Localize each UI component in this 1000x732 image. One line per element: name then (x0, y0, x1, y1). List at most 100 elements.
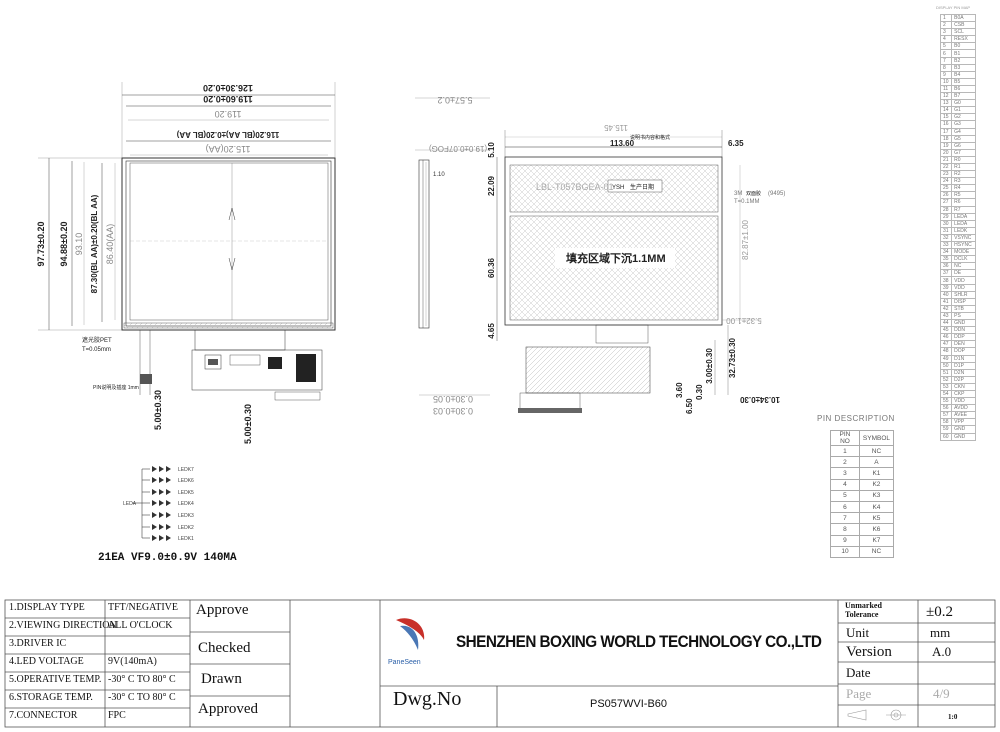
pin-symbol: K6 (858, 523, 895, 536)
pin-map-number: 8 (939, 63, 953, 72)
led-row-3: LEDK3 (178, 513, 194, 519)
pin-map-symbol: SCL (951, 28, 976, 37)
pin-map-number: 2 (939, 21, 953, 30)
pin-map-number: 57 (939, 411, 953, 420)
pin-map-symbol: LEDK (951, 226, 976, 235)
pin-map-number: 42 (939, 304, 953, 313)
pin-number: 10 (830, 545, 860, 558)
page-value: 4/9 (933, 686, 950, 701)
pin-map-number: 35 (939, 255, 953, 264)
approval-approved: Approved (198, 701, 258, 717)
company-name: SHENZHEN BOXING WORLD TECHNOLOGY CO.,LTD (456, 632, 822, 651)
pin-map-number: 44 (939, 319, 953, 328)
side-dim-5: (19.0±0.07FOG) (429, 144, 488, 153)
pin-number: 7 (830, 512, 860, 525)
pin-map-symbol: GND (951, 425, 976, 434)
pin-map-number: 32 (939, 233, 953, 243)
pin-map-symbol: R5 (951, 191, 976, 200)
tolerance-value: ±0.2 (926, 604, 953, 620)
pin-number: 5 (830, 489, 860, 502)
side-dim-2: 1.10 (433, 172, 445, 178)
pin-map-number: 20 (939, 148, 953, 157)
pin-map-symbol: DEN (951, 340, 976, 349)
pin-map-number: 55 (939, 397, 953, 406)
back-dim-left-2: 5.10 (487, 142, 496, 158)
spec-value: ALL O'CLOCK (108, 620, 173, 631)
pin-map-symbol: B6 (951, 84, 976, 94)
back-dim-113: 113.60 (610, 139, 635, 148)
dim-bottom-2: 5.00±0.30 (243, 404, 253, 444)
pin-map-symbol: VDD (951, 283, 976, 292)
pin-map-number: 51 (939, 368, 953, 377)
back-label-format: 说明书内容和格式 (630, 134, 670, 141)
pin-number: 2 (830, 456, 860, 469)
pin-map-number: 11 (939, 84, 953, 94)
dwg-no-label: Dwg.No (393, 688, 462, 710)
dim-left-1: 97.73±0.20 (36, 222, 46, 267)
pin-map-symbol: R0 (951, 155, 976, 164)
pin-map-symbol: CKP (951, 389, 976, 399)
pin-description-header-cell: SYMBOL (858, 430, 895, 446)
version-value: A.0 (932, 644, 952, 659)
pin-map-symbol: VSYNC (951, 233, 976, 243)
back-dim-115: 115.45 (604, 123, 628, 132)
dim-left-3: 93.10 (74, 233, 84, 256)
pin-map-number: 31 (939, 226, 953, 235)
side-dimensions: 5.57±0.2 1.10 0.30±0.05 0.30±0.03 (19.0±… (429, 95, 488, 416)
company-logo (396, 618, 425, 650)
back-dim-left-3: 60.36 (487, 257, 496, 278)
pin-map-number: 27 (939, 198, 953, 207)
dim-top-3: 119.20 (215, 109, 242, 119)
pin-map-symbol: B0A (951, 13, 976, 23)
back-side-note-tape: 双面胶 (746, 190, 761, 197)
pin-map-number: 52 (939, 375, 953, 384)
pin-map-number: 34 (939, 248, 953, 257)
dim-top-5: 115.20(AA) (206, 144, 251, 154)
spec-label: 4.LED VOLTAGE (9, 656, 84, 667)
pin-map-number: 47 (939, 340, 953, 349)
pin-map-number: 49 (939, 354, 953, 363)
back-view (496, 130, 760, 413)
back-dim-left-4: 4.65 (487, 323, 496, 339)
pin-number: 3 (830, 467, 860, 480)
led-labels: LEDA LEDK7 LEDK6 LEDK5 LEDK4 LEDK3 LEDK2… (123, 467, 194, 542)
logo-text: PaneSeen (388, 659, 421, 666)
pin-map-number: 38 (939, 276, 953, 285)
pin-map-symbol: VPP (951, 418, 976, 427)
pin-map-symbol: R4 (951, 184, 976, 193)
pin-map-symbol: STB (951, 304, 976, 313)
pin-map-symbol: DCLK (951, 255, 976, 264)
led-row-5: LEDK5 (178, 490, 194, 496)
pin-map-symbol: R7 (951, 205, 976, 214)
pin-map-symbol: R1 (951, 162, 976, 172)
spec-label: 1.DISPLAY TYPE (9, 602, 85, 613)
pin-map-symbol: PS (951, 311, 976, 321)
pin-map-symbol: D2N (951, 368, 976, 377)
pin-map-symbol: DOP (951, 347, 976, 356)
pin-map-symbol: DDP (951, 333, 976, 342)
pin-number: 1 (830, 444, 860, 458)
pin-map-number: 37 (939, 269, 953, 278)
pin-map-symbol: B3 (951, 63, 976, 72)
